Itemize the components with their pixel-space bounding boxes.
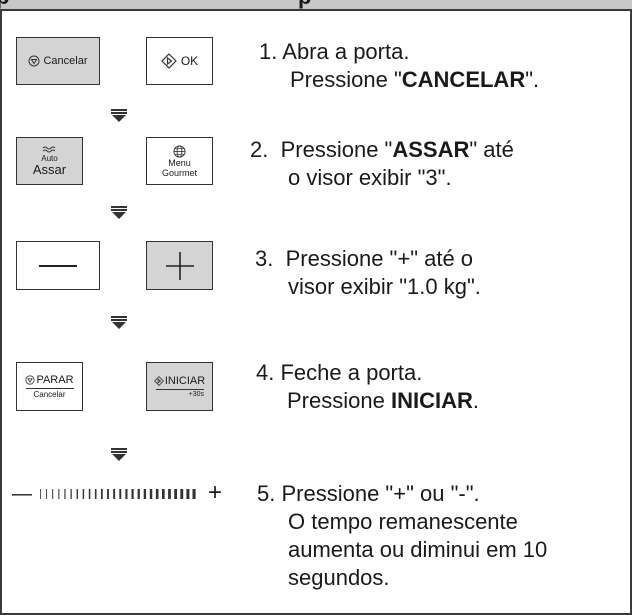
ok-button[interactable]: OK [146, 37, 213, 85]
globe-icon [173, 144, 186, 158]
step-4-text: 4. Feche a porta. Pressione INICIAR. [256, 359, 479, 415]
minus-icon [39, 264, 77, 267]
dial-tick [174, 489, 178, 499]
dial-tick [107, 489, 109, 499]
step-5-number: 5. [257, 481, 276, 506]
dial-tick [143, 489, 147, 499]
dial-tick [180, 489, 184, 499]
dial-tick [52, 489, 54, 499]
dial-tick [70, 489, 72, 499]
step-5-line-3: aumenta ou diminui em 10 [288, 537, 548, 562]
step-1-text: 1. Abra a porta. Pressione "CANCELAR". [259, 38, 539, 94]
step-2-text: 2. Pressione "ASSAR" até o visor exibir … [250, 136, 514, 192]
step-3-line-2: visor exibir "1.0 kg". [288, 274, 481, 299]
step-5-line-2: O tempo remanescente [288, 509, 518, 534]
step-4-bold-iniciar: INICIAR [390, 388, 473, 413]
dial-minus: — [12, 483, 32, 505]
dial-tick [40, 489, 41, 499]
ok-button-label: OK [180, 54, 199, 68]
dial-tick [162, 489, 165, 499]
time-adjust-dial[interactable]: — + [12, 479, 234, 506]
minus-button[interactable] [16, 241, 100, 290]
dial-tick [125, 489, 128, 499]
plus-30s-label: +30s [188, 391, 204, 399]
step-2-line-2: o visor exibir "3". [288, 165, 452, 190]
step-5-line-4: segundos. [288, 565, 390, 590]
parar-label: PARAR [36, 373, 74, 386]
step-1-line-2-post: ". [525, 67, 540, 92]
dial-tick [58, 489, 60, 499]
auto-assar-button[interactable]: Auto Assar [16, 137, 83, 185]
down-arrow-icon [111, 448, 127, 462]
step-4-line-2-post: . [472, 388, 479, 413]
step-2-bold-assar: ASSAR [392, 137, 470, 162]
step-5-text: 5. Pressione "+" ou "-". O tempo remanes… [257, 480, 547, 592]
start-icon [153, 375, 164, 386]
down-arrow-icon [111, 206, 127, 220]
start-icon [160, 53, 177, 69]
dial-plus: + [208, 479, 223, 506]
dial-ticks [40, 489, 196, 499]
dial-tick [192, 489, 196, 499]
dial-tick [46, 489, 47, 499]
dial-tick [76, 489, 78, 499]
dial-tick [113, 489, 116, 499]
step-1-number: 1. [259, 39, 278, 64]
assar-label: Assar [32, 161, 67, 177]
iniciar-button[interactable]: INICIAR +30s [146, 362, 213, 411]
dial-tick [94, 489, 97, 499]
menu-gourmet-button[interactable]: Menu Gourmet [146, 137, 213, 185]
dial-tick [137, 489, 140, 499]
cancelar-button[interactable]: Cancelar [16, 37, 100, 85]
step-3-line-1: Pressione "+" até o [285, 246, 474, 271]
step-2-line-1-post: " até [469, 137, 514, 162]
step-2-line-1-pre: Pressione " [280, 137, 393, 162]
step-2-number: 2. [250, 137, 269, 162]
dial-tick [101, 489, 103, 499]
step-4-line-2-pre: Pressione [287, 388, 391, 413]
step-4-line-1: Feche a porta. [280, 360, 423, 385]
dial-tick [149, 489, 153, 499]
step-1-bold-cancelar: CANCELAR [401, 67, 526, 92]
dial-tick [168, 489, 171, 499]
header-bar: p p [0, 0, 632, 11]
stop-icon [28, 55, 40, 67]
step-4-number: 4. [256, 360, 275, 385]
step-3-text: 3. Pressione "+" até o visor exibir "1.0… [255, 245, 481, 301]
stop-icon [25, 375, 36, 385]
cancelar-sub-label: Cancelar [33, 390, 66, 400]
cancelar-button-label: Cancelar [43, 55, 88, 67]
down-arrow-icon [111, 316, 127, 330]
dial-tick [119, 489, 122, 499]
plus-button[interactable] [146, 241, 213, 290]
down-arrow-icon [111, 109, 127, 123]
iniciar-label: INICIAR [164, 374, 206, 387]
step-1-line-1: Abra a porta. [282, 39, 410, 64]
step-1-line-2-pre: Pressione " [290, 67, 402, 92]
parar-cancelar-button[interactable]: PARAR Cancelar [16, 362, 83, 411]
step-5-line-1: Pressione "+" ou "-". [281, 481, 480, 506]
dial-tick [64, 489, 66, 499]
plus-icon [165, 251, 194, 280]
steam-waves-icon [42, 146, 55, 152]
dial-tick [131, 489, 134, 499]
dial-tick [88, 489, 91, 499]
auto-label: Auto [41, 153, 58, 163]
menu-label: Menu [168, 157, 191, 168]
header-left-text: p [0, 0, 9, 10]
header-right-text: p [298, 0, 311, 10]
dial-tick [82, 489, 85, 499]
step-3-number: 3. [255, 246, 274, 271]
dial-tick [155, 489, 159, 499]
gourmet-label: Gourmet [161, 167, 197, 178]
dial-tick [186, 489, 190, 499]
